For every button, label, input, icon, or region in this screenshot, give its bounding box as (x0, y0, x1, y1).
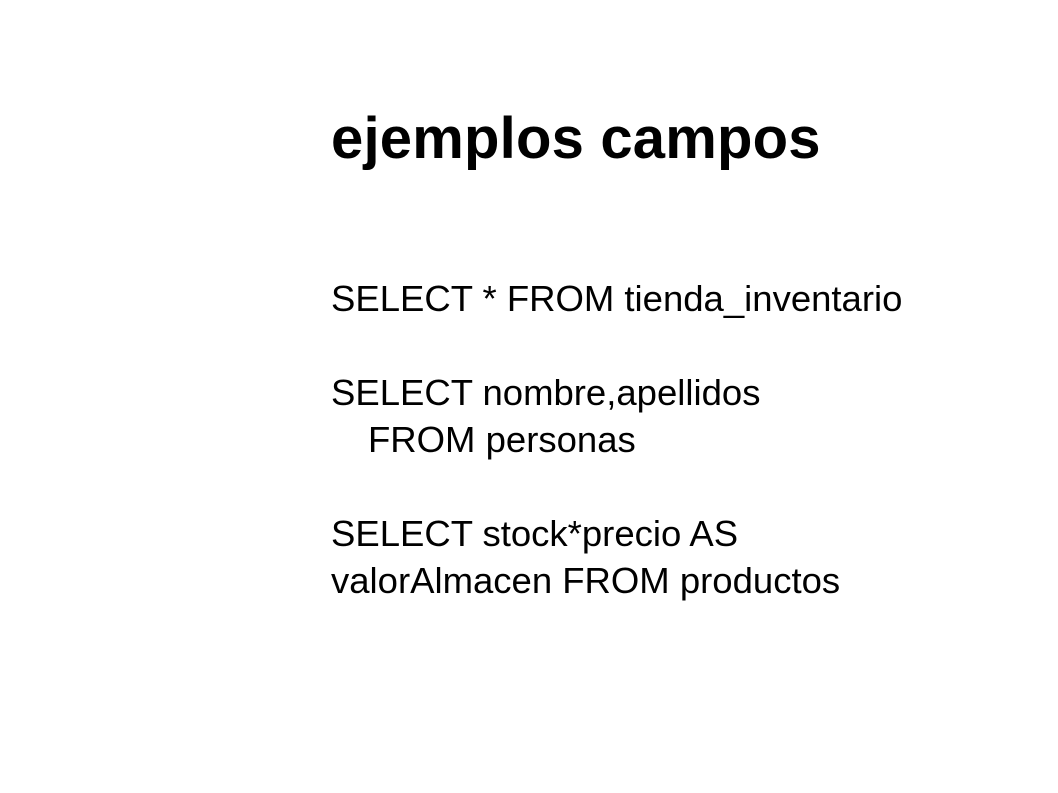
sql-example-line: SELECT nombre,apellidos (331, 372, 761, 413)
sql-example-line: SELECT stock*precio AS (331, 513, 739, 554)
slide-content: SELECT * FROM tienda_inventario SELECT n… (331, 275, 902, 604)
blank-line (331, 322, 902, 369)
sql-example-line: SELECT * FROM tienda_inventario (331, 278, 903, 319)
sql-example-line: FROM personas (368, 419, 636, 460)
slide-title: ejemplos campos (331, 106, 821, 171)
sql-example-line: valorAlmacen FROM productos (331, 560, 841, 601)
blank-line (331, 463, 902, 510)
